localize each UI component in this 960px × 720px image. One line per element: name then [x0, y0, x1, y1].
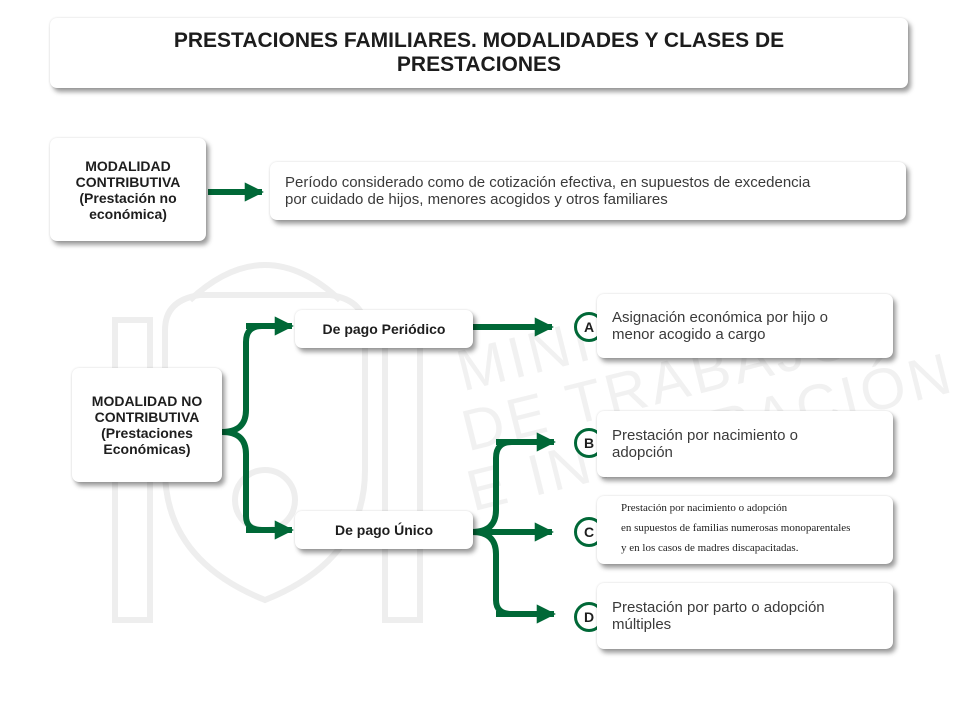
bracket-no-contributiva [221, 323, 290, 435]
page-title-line-1: PRESTACIONES FAMILIARES. MODALIDADES Y C… [173, 29, 785, 52]
page-title: PRESTACIONES FAMILIARES. MODALIDADES Y C… [50, 18, 908, 88]
prestacion-text: Prestación por nacimiento o adopción [621, 502, 788, 514]
modalidad-contributiva-box: MODALIDAD CONTRIBUTIVA (Prestación no ec… [50, 138, 206, 241]
prestacion-text: menor acogido a cargo [612, 326, 766, 343]
badge-letter: C [583, 524, 595, 540]
label-line: CONTRIBUTIVA [94, 409, 200, 425]
badge-letter: A [583, 319, 595, 335]
prestacion-text: y en los casos de madres discapacitadas. [621, 542, 799, 554]
prestacion-text: en supuestos de familias numerosas monop… [621, 522, 851, 534]
bracket-unico [471, 439, 552, 535]
label-line: MODALIDAD [85, 157, 171, 174]
label-line: (Prestación no [79, 189, 177, 206]
prestacion-text: Asignación económica por hijo o [612, 309, 828, 326]
badge-letter: B [583, 435, 595, 451]
description-line: por cuidado de hijos, menores acogidos y… [285, 191, 668, 208]
label-line: económica) [89, 205, 167, 222]
prestacion-text: Prestación por parto o adopción [612, 599, 825, 616]
pago-unico-box: De pago Único [295, 511, 473, 549]
pago-periodico-label: De pago Periódico [322, 321, 446, 337]
label-line: Económicas) [103, 441, 191, 457]
prestacion-c-box: Prestación por nacimiento o adopción en … [597, 496, 893, 564]
prestacion-text: múltiples [612, 616, 672, 633]
prestacion-text: Prestación por nacimiento o [612, 427, 798, 444]
label-line: MODALIDAD NO [91, 393, 203, 409]
prestacion-b-box: Prestación por nacimiento o adopción [597, 411, 893, 477]
badge-letter: D [583, 609, 595, 625]
pago-periodico-box: De pago Periódico [295, 310, 473, 348]
label-line: CONTRIBUTIVA [75, 173, 181, 190]
page-title-line-2: PRESTACIONES [396, 53, 562, 76]
label-line: (Prestaciones [101, 425, 193, 441]
pago-unico-label: De pago Único [334, 522, 433, 538]
description-line: Período considerado como de cotización e… [285, 174, 811, 191]
prestacion-a-box: Asignación económica por hijo o menor ac… [597, 294, 893, 358]
prestacion-text: adopción [612, 444, 673, 461]
prestacion-d-box: Prestación por parto o adopción múltiple… [597, 583, 893, 649]
modalidad-no-contributiva-box: MODALIDAD NO CONTRIBUTIVA (Prestaciones … [72, 368, 222, 482]
contributiva-description-box: Período considerado como de cotización e… [270, 162, 906, 220]
